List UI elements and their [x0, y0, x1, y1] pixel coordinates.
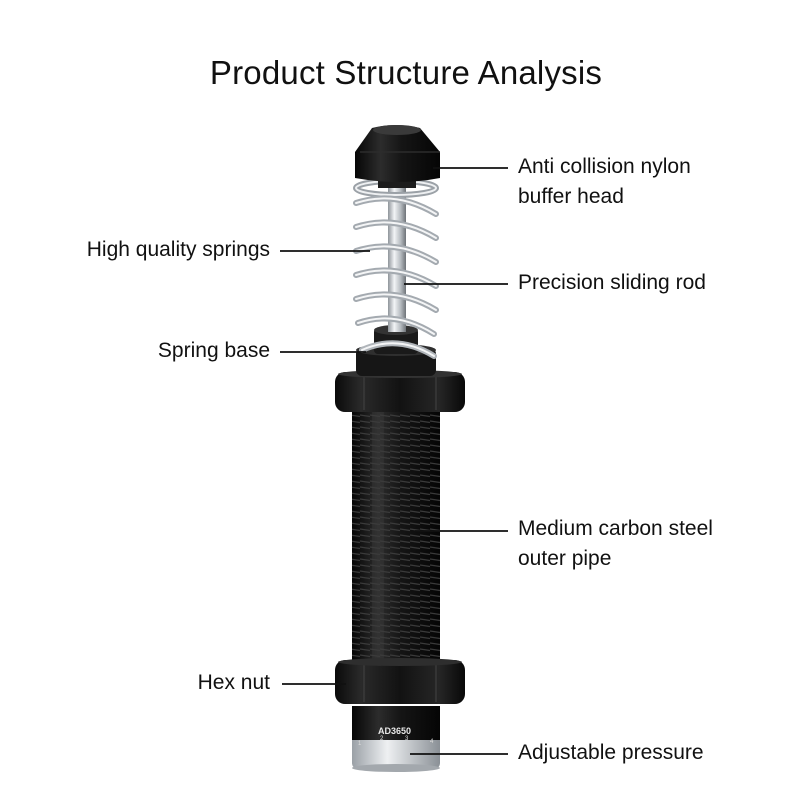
- model-marking: AD3650: [378, 726, 411, 736]
- label-sliding-rod: Precision sliding rod: [518, 271, 706, 294]
- label-spring-base: Spring base: [157, 339, 270, 362]
- scale-digit: 1: [358, 741, 362, 747]
- label-buffer-head-line1: Anti collision nylon: [518, 155, 691, 178]
- leader-lines: [280, 167, 508, 755]
- scale-digit: 4: [430, 739, 434, 745]
- label-hex-nut: Hex nut: [197, 671, 270, 694]
- buffer-head: [355, 125, 440, 188]
- label-outer-pipe-line2: outer pipe: [518, 547, 612, 570]
- label-outer-pipe: Medium carbon steel outer pipe: [518, 514, 713, 574]
- lower-hex-nut: [335, 658, 465, 704]
- scale-digit: 2: [380, 736, 384, 742]
- upper-hex-nut: [335, 370, 465, 412]
- scale-digit: 3: [405, 736, 409, 742]
- label-adjustable-pressure: Adjustable pressure: [518, 741, 704, 764]
- label-buffer-head: Anti collision nylon buffer head: [518, 152, 691, 212]
- page-title: Product Structure Analysis: [209, 54, 603, 91]
- label-outer-pipe-line1: Medium carbon steel: [518, 517, 713, 540]
- label-springs: High quality springs: [86, 238, 270, 261]
- outer-pipe: [352, 405, 440, 670]
- label-buffer-head-line2: buffer head: [518, 185, 624, 208]
- sliding-rod: [388, 186, 406, 332]
- adjustable-pressure-cap: AD3650 1 2 3 4: [352, 706, 440, 772]
- spring-coils: [353, 178, 439, 359]
